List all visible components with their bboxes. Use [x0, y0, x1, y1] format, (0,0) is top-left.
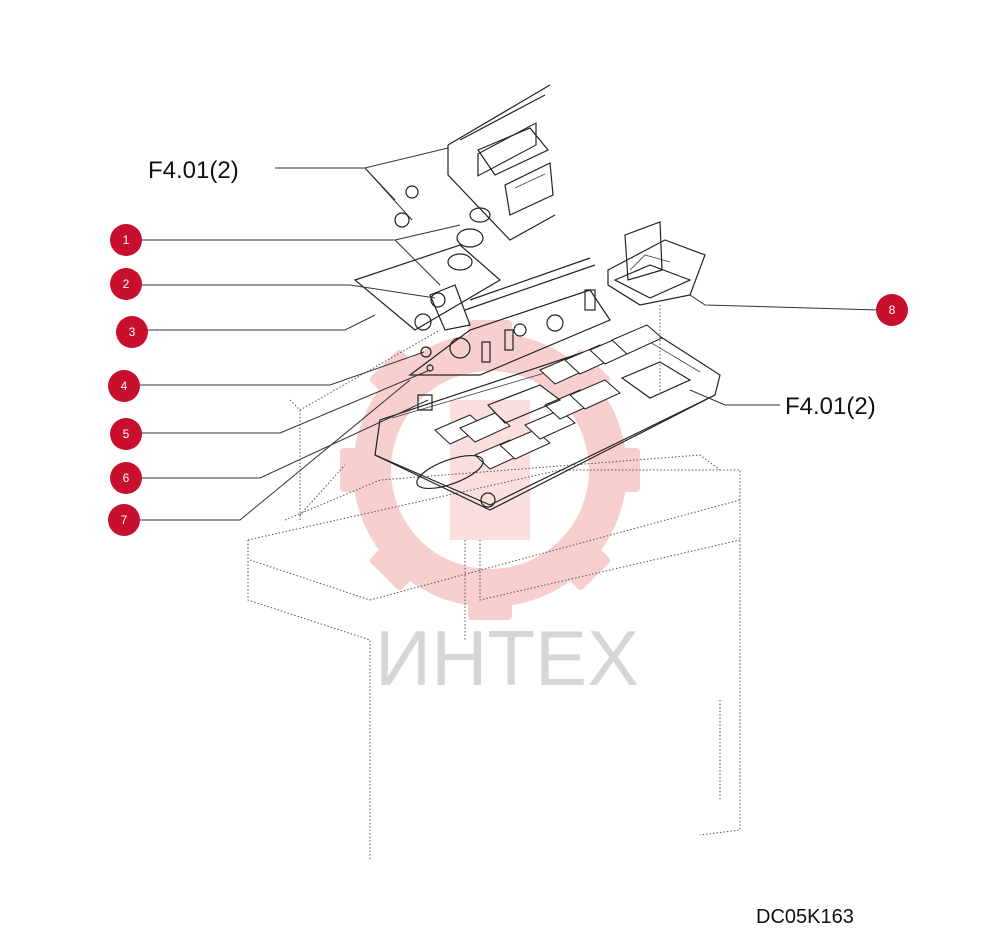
callout-8-number: 8: [889, 303, 896, 317]
callout-3[interactable]: 3: [116, 316, 148, 348]
callout-7[interactable]: 7: [108, 504, 140, 536]
side-box: [607, 221, 706, 395]
instrument-panel: [447, 84, 556, 241]
drawing-id: DC05K163: [756, 906, 854, 928]
reference-label-right: F4.01(2): [785, 393, 876, 420]
callout-5[interactable]: 5: [110, 418, 142, 450]
callout-2-number: 2: [123, 277, 130, 291]
callout-6-number: 6: [123, 471, 130, 485]
callout-3-number: 3: [129, 325, 136, 339]
callout-5-number: 5: [123, 427, 130, 441]
callout-2[interactable]: 2: [110, 268, 142, 300]
console-body: [247, 329, 741, 860]
watermark-text: ИНТЕХ: [375, 614, 639, 702]
reference-leaders: [275, 147, 780, 406]
reference-label-top: F4.01(2): [148, 157, 239, 184]
switch-panel: [374, 257, 721, 511]
callout-7-number: 7: [121, 513, 128, 527]
callout-1[interactable]: 1: [110, 224, 142, 256]
callout-leaders: [138, 224, 879, 521]
callout-4-number: 4: [121, 379, 128, 393]
callout-4[interactable]: 4: [108, 370, 140, 402]
ignition-parts: [353, 185, 502, 411]
callout-8[interactable]: 8: [876, 294, 908, 326]
callout-1-number: 1: [123, 233, 130, 247]
callout-6[interactable]: 6: [110, 462, 142, 494]
